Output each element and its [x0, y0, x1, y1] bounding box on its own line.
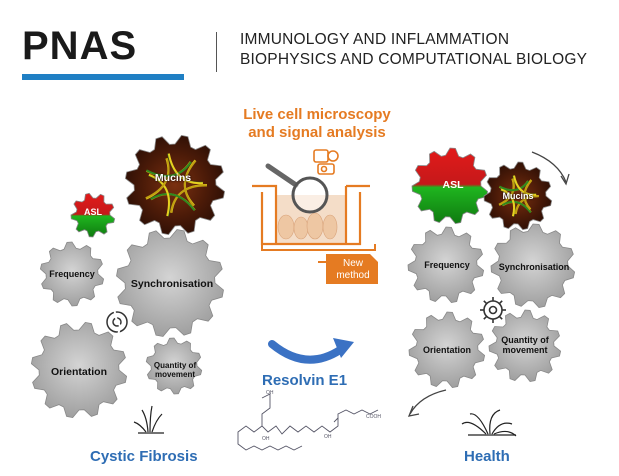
- svg-text:OH: OH: [324, 434, 332, 440]
- center-title-line-1: Live cell microscopy: [243, 106, 391, 123]
- arrow-icon: [268, 338, 354, 364]
- cf-quantity-line-1: Quantity of: [153, 361, 197, 370]
- health-synchronisation-gear: [490, 223, 576, 309]
- cf-mucins-fibres: [145, 153, 208, 217]
- cf-frequency-gear: [39, 241, 105, 307]
- cf-quantity-gear: [145, 337, 203, 395]
- cf-synchronisation-label: Synchronisation: [130, 278, 214, 290]
- new-method-label: New method: [330, 258, 376, 281]
- health-synchronisation-label: Synchronisation: [498, 262, 570, 272]
- health-quantity-line-2: movement: [502, 344, 548, 355]
- molecule-icon: [237, 393, 379, 451]
- cf-asl-gear: [70, 192, 116, 238]
- cf-mucins-label: Mucins: [154, 172, 192, 184]
- gear-icon: [480, 297, 506, 323]
- health-mucins-gear: [483, 161, 553, 231]
- header-divider: [216, 32, 217, 72]
- svg-text:OH: OH: [266, 390, 274, 396]
- health-quantity-line-1: Quantity of: [501, 335, 549, 345]
- health-asl-gear: [411, 147, 489, 225]
- health-mucins-label: Mucins: [502, 191, 534, 201]
- arrow-icon: [407, 151, 570, 417]
- cf-mucins-gear: [124, 134, 226, 236]
- pnas-logo: PNAS: [22, 24, 138, 68]
- cf-quantity-line-2: movement: [154, 369, 195, 379]
- health-frequency-label: Frequency: [424, 260, 470, 270]
- new-method-line-2: method: [336, 269, 370, 281]
- cystic-fibrosis-label: Cystic Fibrosis: [90, 448, 198, 465]
- cf-quantity-label: Quantity of movement: [145, 361, 205, 380]
- cilia-icon: [461, 409, 517, 437]
- subject-biophysics: BIOPHYSICS AND COMPUTATIONAL BIOLOGY: [240, 51, 588, 68]
- microscope-icon: [313, 149, 339, 175]
- health-frequency-gear: [407, 226, 485, 304]
- cilia-icon: [133, 405, 164, 434]
- cf-orientation-label: Orientation: [50, 366, 107, 378]
- svg-text:OH: OH: [262, 436, 270, 442]
- resolvin-label: Resolvin E1: [262, 372, 348, 389]
- health-mucins-fibres: [498, 175, 539, 217]
- health-orientation-label: Orientation: [422, 345, 471, 355]
- cf-synchronisation-gear: [116, 229, 224, 337]
- pnas-underline: [22, 74, 184, 80]
- health-quantity-gear: [488, 309, 562, 383]
- subject-immunology: IMMUNOLOGY AND INFLAMMATION: [240, 31, 510, 48]
- center-title-line-2: and signal analysis: [248, 124, 386, 141]
- cf-frequency-label: Frequency: [49, 269, 95, 279]
- broken-gear-icon: [106, 307, 128, 337]
- health-label: Health: [464, 448, 510, 465]
- cf-orientation-gear: [30, 321, 128, 419]
- magnifier-icon: [265, 163, 329, 214]
- health-quantity-label: Quantity of movement: [494, 335, 556, 356]
- health-asl-label: ASL: [442, 179, 464, 191]
- cf-asl-label: ASL: [84, 207, 102, 217]
- health-orientation-gear: [408, 311, 486, 389]
- new-method-line-1: New: [342, 258, 363, 269]
- new-method-box: [318, 254, 378, 284]
- svg-text:COOH: COOH: [366, 414, 381, 420]
